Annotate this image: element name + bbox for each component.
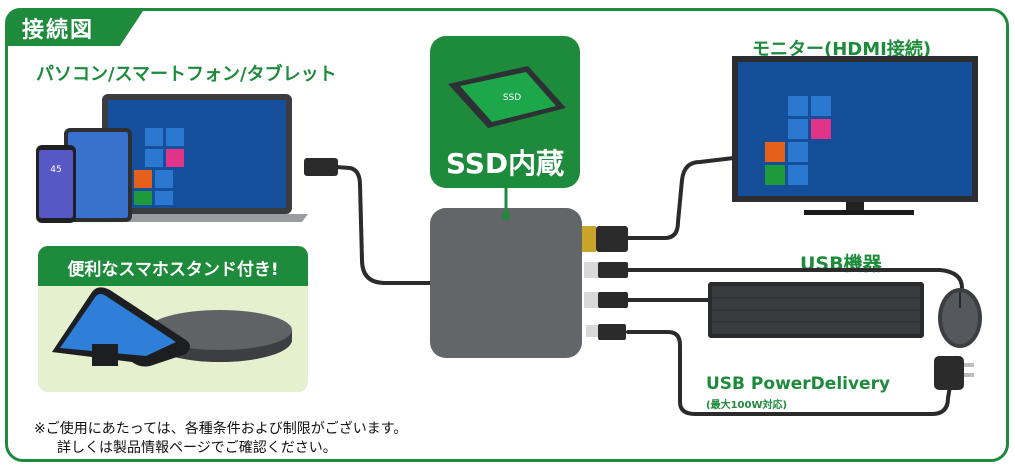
pd-cable: [626, 330, 952, 416]
keyboard: [708, 282, 924, 338]
usb-plug-1: [598, 262, 628, 278]
note-line-2: 詳しくは製品情報ページでご確認ください。: [57, 440, 337, 456]
header-tab: [5, 8, 145, 46]
hdmi-plug: [596, 226, 628, 252]
tablet: [64, 128, 132, 222]
computer-devices-label: パソコン/スマートフォン/タブレット: [36, 64, 337, 85]
pd-label: USB PowerDelivery: [706, 374, 891, 394]
ssd-label: SSD内蔵: [446, 147, 564, 180]
laptop-usbc-plug: [304, 158, 338, 176]
usb-cable-mouse: [626, 268, 964, 290]
smartphone: 45: [36, 145, 76, 223]
monitor-label: モニター(HDMI接続): [752, 39, 932, 60]
ssd-chip-text: SSD: [503, 93, 521, 103]
phone-clock: 45: [50, 165, 61, 175]
header-title: 接続図: [22, 18, 95, 43]
stand-panel: 便利なスマホスタンド付き!: [38, 246, 308, 392]
power-adapter: [934, 356, 974, 390]
hdmi-plug-gold: [582, 226, 596, 252]
ssd-box: SSD SSD内蔵: [430, 36, 580, 188]
usb-plug-2: [598, 292, 628, 308]
note-line-1: ※ご使用にあたっては、各種条件および制限がございます。: [34, 421, 408, 437]
monitor: [732, 56, 978, 215]
stand-banner: 便利なスマホスタンド付き!: [67, 259, 278, 280]
usbc-plug-pd: [598, 324, 626, 340]
hdmi-cable: [626, 155, 744, 240]
stand-bracket: [92, 344, 118, 366]
laptop: [86, 94, 338, 222]
pd-sublabel: (最大100W対応): [706, 400, 788, 411]
usbc-cable-left: [334, 165, 432, 285]
usb-hub: [430, 188, 628, 358]
mouse: [938, 288, 982, 348]
